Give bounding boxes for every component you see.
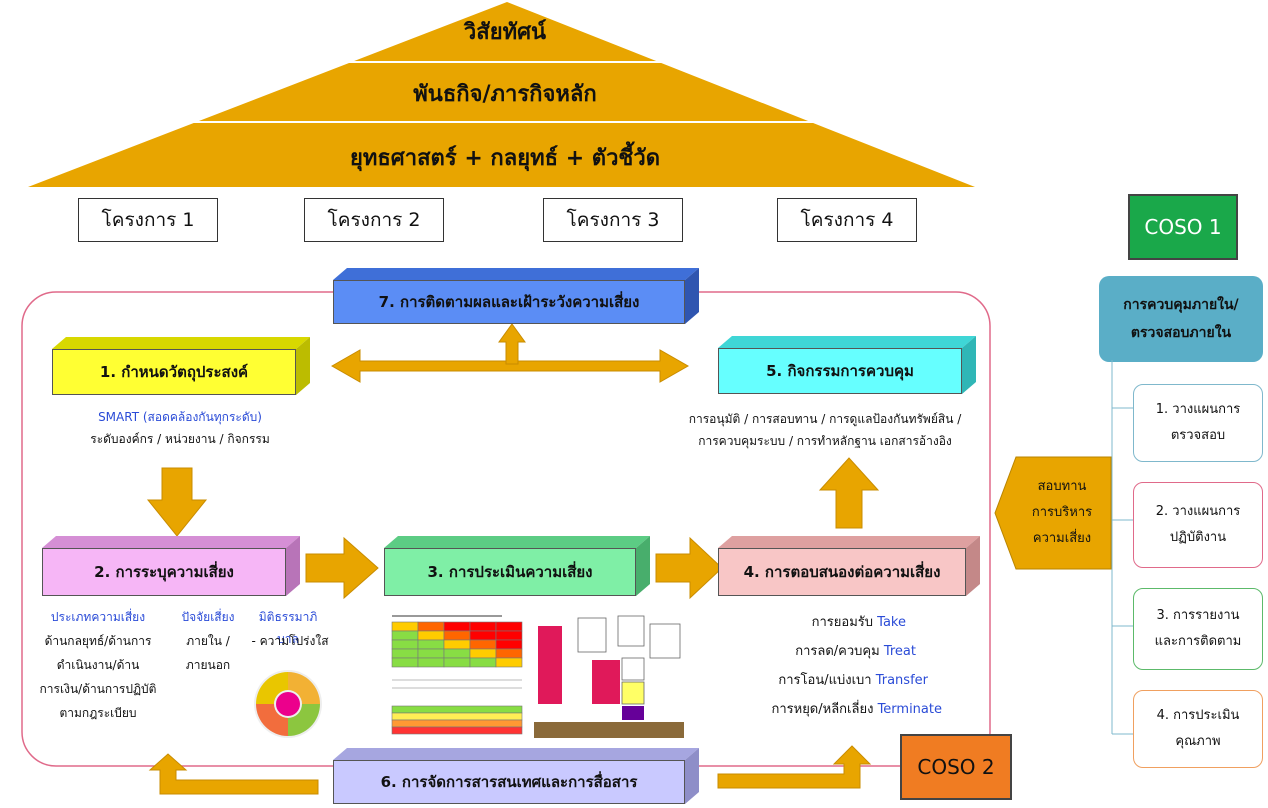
project-2-box: โครงการ 2 — [304, 198, 444, 242]
up-arrow-4-5 — [818, 457, 880, 529]
risk-type-heading: ประเภทความเสี่ยง — [50, 610, 146, 624]
side-item-2: 2. วางแผนการ ปฏิบัติงาน — [1133, 482, 1263, 568]
right-l-arrow-from-6 — [717, 745, 872, 789]
risk-matrix-image — [362, 610, 526, 742]
response-treat-en: Treat — [883, 644, 916, 659]
response-transfer-th: การโอน/แบ่งเบา — [778, 673, 872, 688]
risk-type-line-1: ด้านกลยุทธ์/ด้านการ — [44, 634, 152, 648]
step-2-label: 2. การระบุความเสี่ยง — [42, 548, 286, 596]
step-3-box: 3. การประเมินความเสี่ยง — [384, 536, 650, 596]
internal-control-line-2: ตรวจสอบภายใน — [1130, 325, 1232, 341]
governance-heading: มิติธรรมาภิบาล — [258, 610, 318, 646]
control-note-2: การควบคุมระบบ / การทำหลักฐาน เอกสารอ้างอ… — [698, 434, 952, 448]
response-take-th: การยอมรับ — [811, 615, 874, 630]
side-item-3-line-1: 3. การรายงาน — [1156, 608, 1240, 623]
governance-line-1: - ความโปร่งใส — [251, 634, 329, 648]
step-6-box: 6. การจัดการสารสนเทศและการสื่อสาร — [333, 748, 699, 804]
control-flow-image — [534, 612, 684, 740]
side-item-4-line-1: 4. การประเมิน — [1156, 708, 1240, 723]
side-item-2-line-2: ปฏิบัติงาน — [1169, 530, 1227, 545]
project-3-box: โครงการ 3 — [543, 198, 683, 242]
side-item-1: 1. วางแผนการ ตรวจสอบ — [1133, 384, 1263, 462]
smart-note: SMART (สอดคล้องกันทุกระดับ) — [98, 410, 262, 424]
strategy-label: ยุทธศาสตร์ + กลยุทธ์ + ตัวชี้วัด — [349, 146, 660, 171]
response-treat: การลด/ควบคุม Treat — [740, 641, 916, 663]
vision-label: วิสัยทัศน์ — [463, 20, 547, 45]
step-4-label: 4. การตอบสนองต่อความเสี่ยง — [718, 548, 966, 596]
step-1-label: 1. กำหนดวัตถุประสงค์ — [52, 349, 296, 395]
double-arrow-1-5 — [330, 349, 690, 383]
step-7-label: 7. การติดตามผลและเฝ้าระวังความเสี่ยง — [333, 280, 685, 324]
step-1-box: 1. กำหนดวัตถุประสงค์ — [52, 337, 310, 395]
response-take-en: Take — [877, 615, 906, 630]
right-arrow-2-3 — [305, 536, 379, 600]
side-item-1-line-2: ตรวจสอบ — [1170, 428, 1226, 443]
internal-control-box: การควบคุมภายใน/ ตรวจสอบภายใน — [1099, 276, 1263, 362]
side-item-2-line-1: 2. วางแผนการ — [1155, 504, 1241, 519]
review-pentagon — [994, 456, 1112, 570]
step-2-box: 2. การระบุความเสี่ยง — [42, 536, 300, 596]
review-line-2: การบริหาร — [1031, 505, 1093, 520]
coso-1-badge: COSO 1 — [1128, 194, 1238, 260]
review-line-1: สอบทาน — [1037, 479, 1087, 494]
risk-type-line-2: ดำเนินงาน/ด้าน — [56, 658, 140, 672]
response-treat-th: การลด/ควบคุม — [795, 644, 880, 659]
down-arrow-1-2 — [146, 467, 208, 537]
step-5-label: 5. กิจกรรมการควบคุม — [718, 348, 962, 394]
governance-ring-image — [254, 670, 322, 738]
step-3-label: 3. การประเมินความเสี่ยง — [384, 548, 636, 596]
risk-factor-line-1: ภายใน / — [186, 634, 230, 648]
response-terminate-en: Terminate — [877, 702, 942, 717]
internal-control-connectors — [1111, 360, 1133, 735]
side-item-3-line-2: และการติดตาม — [1154, 634, 1242, 649]
risk-type-line-3: การเงิน/ด้านการปฏิบัติ — [39, 682, 157, 696]
side-item-4-line-2: คุณภาพ — [1175, 734, 1221, 749]
review-line-3: ความเสี่ยง — [1032, 531, 1092, 546]
step-5-box: 5. กิจกรรมการควบคุม — [718, 336, 976, 394]
control-note-1: การอนุมัติ / การสอบทาน / การดูแลป้องกันท… — [688, 412, 962, 426]
response-terminate: การหยุด/หลีกเลี่ยง Terminate — [730, 699, 942, 721]
right-arrow-3-4 — [655, 536, 723, 600]
project-1-box: โครงการ 1 — [78, 198, 218, 242]
step-6-label: 6. การจัดการสารสนเทศและการสื่อสาร — [333, 760, 685, 804]
coso-2-badge: COSO 2 — [900, 734, 1012, 800]
side-item-4: 4. การประเมิน คุณภาพ — [1133, 690, 1263, 768]
levels-note: ระดับองค์กร / หน่วยงาน / กิจกรรม — [90, 432, 270, 446]
internal-control-line-1: การควบคุมภายใน/ — [1123, 297, 1239, 313]
step-4-box: 4. การตอบสนองต่อความเสี่ยง — [718, 536, 980, 596]
response-transfer: การโอน/แบ่งเบา Transfer — [740, 670, 928, 692]
mission-label: พันธกิจ/ภารกิจหลัก — [413, 82, 597, 107]
step-7-box: 7. การติดตามผลและเฝ้าระวังความเสี่ยง — [333, 268, 699, 324]
risk-factor-heading: ปัจจัยเสี่ยง — [181, 610, 235, 624]
response-terminate-th: การหยุด/หลีกเลี่ยง — [771, 702, 874, 717]
flow-arrows — [146, 323, 880, 795]
pyramid-roof — [28, 2, 975, 187]
risk-factor-line-2: ภายนอก — [185, 658, 231, 672]
project-4-box: โครงการ 4 — [777, 198, 917, 242]
response-transfer-en: Transfer — [875, 673, 928, 688]
left-l-arrow-from-6 — [148, 753, 319, 795]
review-label: สอบทาน การบริหาร ความเสี่ยง — [1010, 460, 1114, 566]
response-take: การยอมรับ Take — [740, 612, 906, 634]
up-arrow-to-7 — [498, 323, 526, 365]
side-item-1-line-1: 1. วางแผนการ — [1155, 402, 1241, 417]
risk-type-line-4: ตามกฎระเบียบ — [59, 706, 137, 720]
side-item-3: 3. การรายงาน และการติดตาม — [1133, 588, 1263, 670]
